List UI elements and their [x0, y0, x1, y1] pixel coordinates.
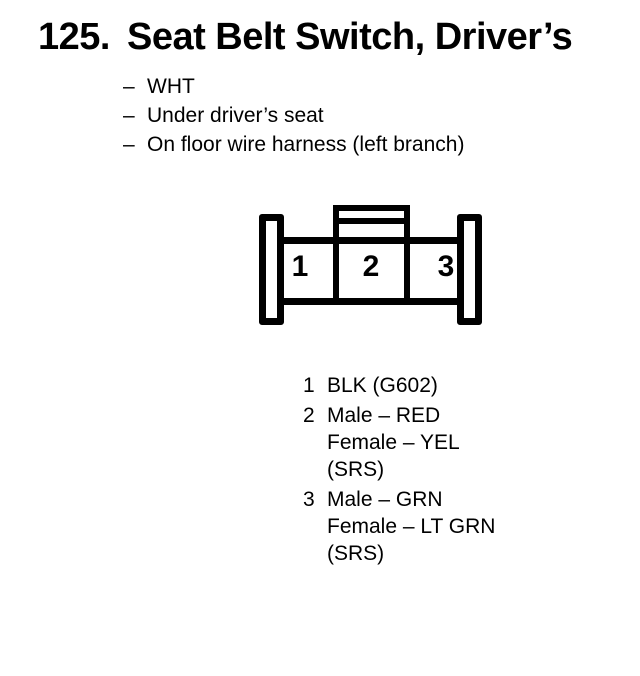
legend-item-pin-3: 3 Male – GRN Female – LT GRN (SRS) — [303, 486, 495, 567]
note-text: On floor wire harness (left branch) — [147, 133, 465, 156]
legend-pin-number: 2 — [303, 404, 315, 427]
connector-notes: – WHT – Under driver’s seat – On floor w… — [123, 72, 464, 159]
legend-item-pin-1: 1 BLK (G602) — [303, 372, 495, 399]
cavity-number-1: 1 — [291, 250, 309, 283]
legend-wire-info: Male – RED Female – YEL (SRS) — [327, 402, 460, 483]
legend-line: Male – RED — [327, 404, 441, 427]
note-location: – Under driver’s seat — [123, 101, 464, 130]
pin-legend: 1 BLK (G602) 2 Male – RED Female – YEL (… — [303, 372, 495, 570]
legend-line: Male – GRN — [327, 488, 443, 511]
figure-heading: 125. Seat Belt Switch, Driver’s — [38, 16, 573, 58]
cavity-divider-2-3 — [404, 205, 410, 305]
cavity-number-3: 3 — [437, 250, 455, 283]
connector-diagram: 1 2 3 — [259, 205, 483, 326]
legend-pin-number: 1 — [303, 374, 315, 397]
note-text: Under driver’s seat — [147, 104, 324, 127]
dash-bullet: – — [123, 104, 135, 127]
legend-line: (SRS) — [327, 542, 385, 565]
figure-title: Seat Belt Switch, Driver’s — [126, 16, 573, 58]
legend-wire-info: BLK (G602) — [327, 372, 438, 399]
connector-body — [277, 237, 464, 305]
cavity-number-2: 2 — [362, 250, 380, 283]
dash-bullet: – — [123, 75, 135, 98]
legend-item-pin-2: 2 Male – RED Female – YEL (SRS) — [303, 402, 495, 483]
note-color: – WHT — [123, 72, 464, 101]
connector-left-flange — [259, 214, 284, 325]
dash-bullet: – — [123, 133, 135, 156]
latch-tab-top-edge — [333, 205, 410, 211]
note-text: WHT — [147, 75, 195, 98]
latch-tab-inner-line — [333, 218, 410, 224]
legend-line: Female – YEL — [327, 431, 460, 454]
legend-line: BLK (G602) — [327, 374, 438, 397]
note-harness: – On floor wire harness (left branch) — [123, 130, 464, 159]
legend-line: Female – LT GRN — [327, 515, 496, 538]
legend-wire-info: Male – GRN Female – LT GRN (SRS) — [327, 486, 495, 567]
cavity-divider-1-2 — [333, 205, 339, 305]
figure-number: 125. — [38, 16, 110, 58]
legend-pin-number: 3 — [303, 488, 315, 511]
connector-right-flange — [457, 214, 482, 325]
legend-line: (SRS) — [327, 458, 385, 481]
